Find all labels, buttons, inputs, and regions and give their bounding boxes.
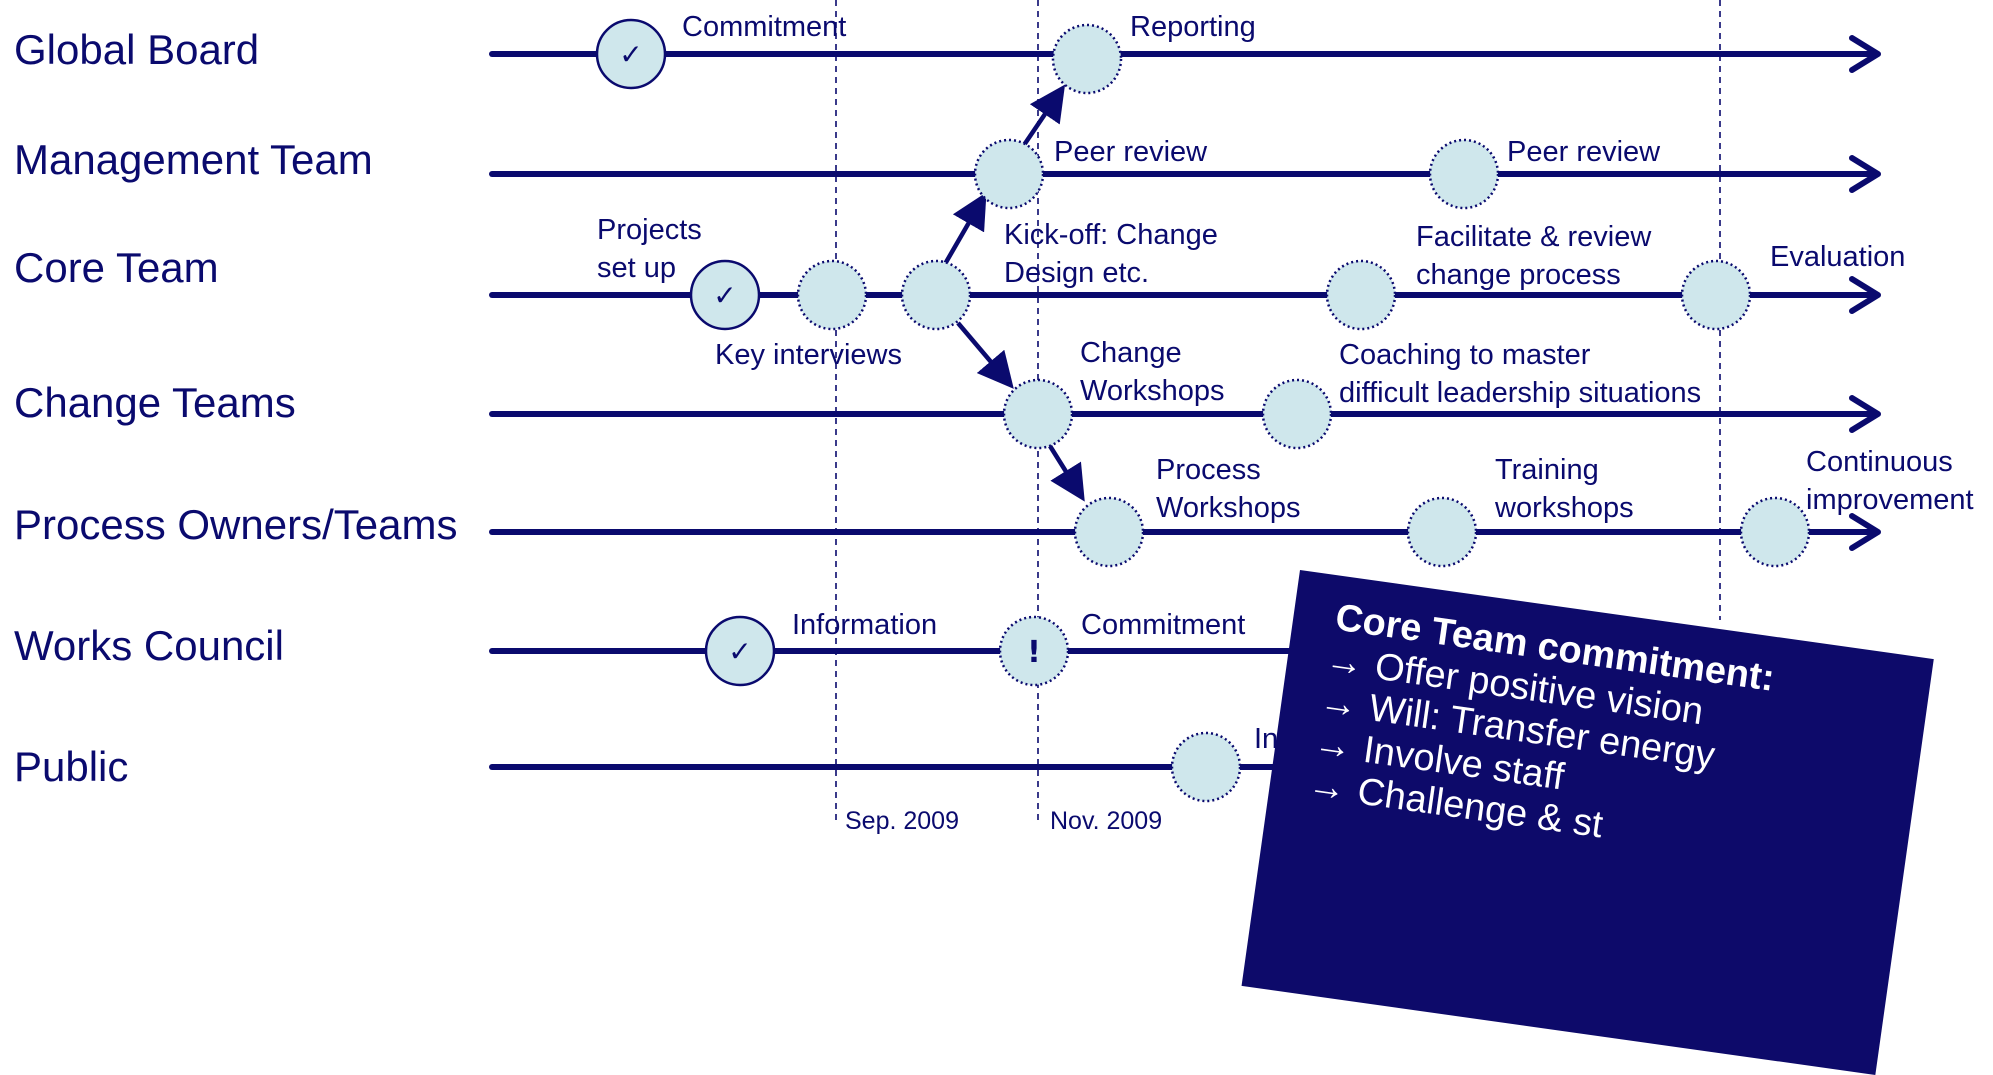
flow-arrow-change-to-process bbox=[1048, 444, 1085, 502]
timeline-diagram: ✓ ✓ ✓ ! bbox=[489, 0, 1881, 820]
milestone-change-workshops bbox=[1002, 378, 1074, 450]
milestone-board-reporting bbox=[1051, 23, 1123, 95]
right-arrow-icon: → bbox=[1311, 721, 1355, 769]
arrowhead-core-team bbox=[1849, 276, 1881, 314]
annotation-coaching: Coaching to master difficult leadership … bbox=[1339, 336, 1701, 412]
annotation-works-commitment: Commitment bbox=[1081, 609, 1246, 641]
milestone-works-information bbox=[704, 615, 776, 687]
arrowhead-management-team bbox=[1849, 155, 1881, 193]
milestone-key-interviews bbox=[796, 259, 868, 331]
right-arrow-icon: → bbox=[1305, 763, 1349, 811]
milestone-evaluation bbox=[1680, 259, 1752, 331]
milestone-continuous-improvement bbox=[1739, 496, 1811, 568]
annotation-change-line2: Workshops bbox=[1080, 375, 1225, 407]
annotation-facilitate-line1: Facilitate & review bbox=[1416, 221, 1652, 253]
row-label-change-teams: Change Teams bbox=[14, 379, 296, 426]
annotation-kickoff-line2: Design etc. bbox=[1004, 257, 1150, 289]
timeline-lines bbox=[489, 51, 1873, 770]
annotation-projects-line1: Projects bbox=[597, 214, 702, 246]
annotation-process-line2: Workshops bbox=[1156, 492, 1301, 524]
annotation-works-information: Information bbox=[792, 609, 938, 641]
annotation-mgmt-peer-review-2: Peer review bbox=[1507, 136, 1661, 168]
annotation-projects-line2: set up bbox=[597, 252, 676, 284]
milestone-public-info bbox=[1170, 731, 1242, 803]
annotation-facilitate-line2: change process bbox=[1416, 259, 1621, 291]
annotation-facilitate: Facilitate & review change process bbox=[1416, 218, 1651, 294]
timeline-arrowheads bbox=[1849, 35, 1881, 551]
annotation-continuous-improvement: Continuous improvement bbox=[1806, 443, 1974, 519]
right-arrow-icon: → bbox=[1322, 638, 1367, 686]
check-mark-icon: ✓ bbox=[619, 38, 642, 71]
milestone-kickoff bbox=[900, 259, 972, 331]
annotation-change-workshops: Change Workshops bbox=[1080, 334, 1225, 410]
milestone-training-workshops bbox=[1406, 496, 1478, 568]
completed-milestones bbox=[595, 18, 776, 687]
row-label-global-board: Global Board bbox=[14, 26, 260, 73]
annotation-evaluation: Evaluation bbox=[1770, 241, 1906, 273]
annotation-continuous-line2: improvement bbox=[1806, 484, 1974, 516]
milestone-projects-setup bbox=[689, 259, 761, 331]
milestone-facilitate bbox=[1325, 259, 1397, 331]
annotation-coaching-line2: difficult leadership situations bbox=[1339, 377, 1702, 409]
exclamation-icon: ! bbox=[1027, 635, 1041, 670]
milestone-glyphs: ✓ ✓ ✓ ! bbox=[619, 38, 1041, 670]
arrowhead-change-teams bbox=[1849, 395, 1881, 433]
row-label-process-owners: Process Owners/Teams bbox=[14, 501, 458, 548]
planned-milestones bbox=[796, 23, 1811, 803]
annotation-kickoff: Kick-off: Change Design etc. bbox=[1004, 216, 1218, 292]
right-arrow-icon: → bbox=[1317, 680, 1361, 728]
date-label-nov-2009: Nov. 2009 bbox=[1050, 807, 1163, 835]
flow-arrow-mgmt-to-board bbox=[1022, 84, 1066, 147]
core-team-commitment-callout: Core Team commitment: →Offer positive vi… bbox=[1241, 570, 1934, 1075]
arrowhead-global-board bbox=[1849, 35, 1881, 73]
flow-arrow-core-to-change bbox=[956, 321, 1014, 389]
annotation-mgmt-peer-review-1: Peer review bbox=[1054, 136, 1208, 168]
annotation-projects-setup: Projects set up bbox=[597, 211, 702, 287]
row-label-works-council: Works Council bbox=[14, 622, 284, 669]
annotation-board-commitment: Commitment bbox=[682, 11, 847, 43]
row-label-public: Public bbox=[14, 743, 129, 790]
annotation-kickoff-line1: Kick-off: Change bbox=[1004, 219, 1218, 251]
milestone-works-commitment bbox=[998, 615, 1070, 687]
flow-arrow-core-to-mgmt bbox=[943, 192, 987, 266]
milestone-process-workshops bbox=[1073, 496, 1145, 568]
annotation-training-line2: workshops bbox=[1495, 492, 1634, 524]
annotation-coaching-line1: Coaching to master bbox=[1339, 339, 1591, 371]
annotation-board-reporting: Reporting bbox=[1130, 11, 1256, 43]
milestone-board-commitment bbox=[595, 18, 667, 90]
check-mark-icon: ✓ bbox=[713, 279, 736, 312]
annotation-process-workshops: Process Workshops bbox=[1156, 451, 1301, 527]
milestone-mgmt-peer-review-1 bbox=[973, 138, 1045, 210]
arrowhead-process-owners bbox=[1849, 513, 1881, 551]
check-mark-icon: ✓ bbox=[728, 635, 751, 668]
flow-arrows bbox=[943, 84, 1085, 502]
annotation-training-workshops: Training workshops bbox=[1495, 451, 1634, 527]
annotation-change-line1: Change bbox=[1080, 337, 1182, 369]
milestone-coaching bbox=[1261, 378, 1333, 450]
annotation-training-line1: Training bbox=[1495, 454, 1599, 486]
row-label-core-team: Core Team bbox=[14, 244, 219, 291]
annotation-process-line1: Process bbox=[1156, 454, 1261, 486]
annotation-continuous-line1: Continuous bbox=[1806, 446, 1953, 478]
row-label-management-team: Management Team bbox=[14, 136, 373, 183]
date-label-sep-2009: Sep. 2009 bbox=[845, 807, 959, 835]
annotation-key-interviews: Key interviews bbox=[715, 339, 902, 371]
milestone-mgmt-peer-review-2 bbox=[1428, 138, 1500, 210]
